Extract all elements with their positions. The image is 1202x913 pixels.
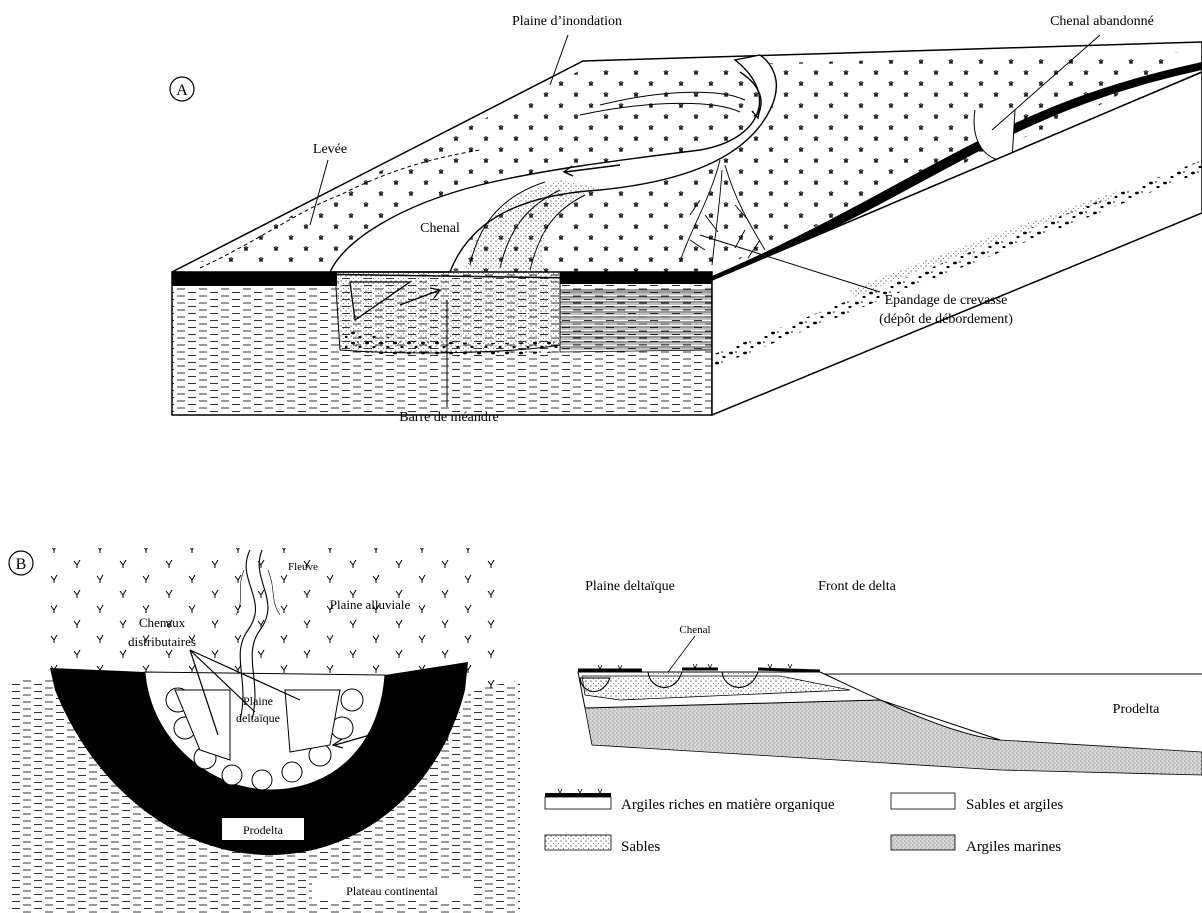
- label-crevasse-line2: (dépôt de débordement): [879, 312, 1013, 327]
- label-section-delta-front: Front de delta: [818, 579, 897, 594]
- panel-a-badge: [169, 76, 195, 102]
- legend-swatch-organic-veg: [557, 788, 603, 794]
- label-meander-bar: Barre de méandre: [399, 410, 499, 425]
- label-levee: Levée: [313, 142, 347, 157]
- legend-label-sand-clay: Sables et argiles: [966, 797, 1063, 813]
- label-delta-front: Front de delta: [382, 730, 449, 744]
- prodelta-rim: [50, 662, 468, 855]
- label-delta-plain-line1: Plaine: [243, 694, 273, 708]
- front-organic-clay: [172, 272, 337, 286]
- flow-arrows: [562, 71, 762, 177]
- panel-a-badge-letter: A: [176, 82, 188, 99]
- side-gravel-base: [712, 160, 1202, 368]
- panel-b-cross-section: Plaine deltaïque Front de delta Chenal P…: [577, 579, 1202, 776]
- distributary-leaders: [189, 649, 371, 749]
- label-prodelta-map: Prodelta: [243, 823, 284, 837]
- label-alluvial-plain: Plaine alluviale: [330, 597, 411, 612]
- cross-bedded-sands: [559, 289, 713, 353]
- river-fleuve: [235, 549, 281, 721]
- panel-a-leader-lines: [309, 34, 1101, 407]
- label-channel: Chenal: [420, 221, 460, 236]
- accretion-arrows: [349, 281, 442, 322]
- label-shelf: Plateau continental: [346, 884, 438, 898]
- label-section-prodelta: Prodelta: [1113, 702, 1160, 717]
- legend-swatch-organic-body: [544, 796, 612, 810]
- label-distributaries-line2: distributaires: [128, 634, 196, 649]
- legend-label-sands: Sables: [621, 839, 660, 855]
- side-sand-lens: [850, 190, 1120, 298]
- label-section-channel: Chenal: [679, 624, 710, 636]
- label-abandoned-channel: Chenal abandonné: [1050, 14, 1154, 29]
- legend: Argiles riches en matière organique Sabl…: [544, 788, 1063, 855]
- chenal-leader: [667, 635, 696, 673]
- front-organic-clay-right: [560, 272, 712, 284]
- legend-swatch-sands: [544, 834, 612, 851]
- section-channels: [579, 671, 759, 693]
- alluvial-plain-vegetation: [40, 548, 510, 688]
- legend-label-marine: Argiles marines: [966, 839, 1061, 855]
- organic-clay-caps: [578, 667, 821, 673]
- panel-a-block-diagram: A: [169, 14, 1202, 425]
- shelf-label-box: [312, 880, 472, 900]
- crevasse-splay: [679, 159, 766, 266]
- levee-edge: [199, 149, 481, 269]
- marine-clay-wedge: [584, 699, 1202, 776]
- panel-b-badge-letter: B: [16, 556, 27, 573]
- legend-swatch-sand-clay: [890, 792, 956, 810]
- organic-clay-veg: [597, 663, 793, 670]
- scroll-bar-shading: [465, 180, 600, 272]
- legend-swatch-marine: [890, 834, 956, 851]
- block-side-face: [711, 71, 1202, 417]
- panel-b-delta-map: B Fleuve: [8, 548, 520, 913]
- label-river: Fleuve: [288, 561, 318, 573]
- channel-base-gravel: [345, 330, 560, 357]
- label-distributaries-line1: Chenaux: [139, 615, 186, 630]
- label-delta-plain-line2: deltaïque: [236, 711, 280, 725]
- label-section-delta-plain: Plaine deltaïque: [585, 579, 675, 594]
- prodelta-label-box: [222, 818, 304, 840]
- label-flood-plain: Plaine d’inondation: [512, 14, 622, 29]
- panel-b-badge: [8, 550, 34, 576]
- legend-label-organic: Argiles riches en matière organique: [621, 797, 835, 813]
- label-crevasse-line1: Epandage de crevasse: [885, 293, 1008, 308]
- delta-lobes: [165, 687, 364, 791]
- continental-shelf: [10, 680, 520, 913]
- legend-swatch-organic: [545, 793, 611, 797]
